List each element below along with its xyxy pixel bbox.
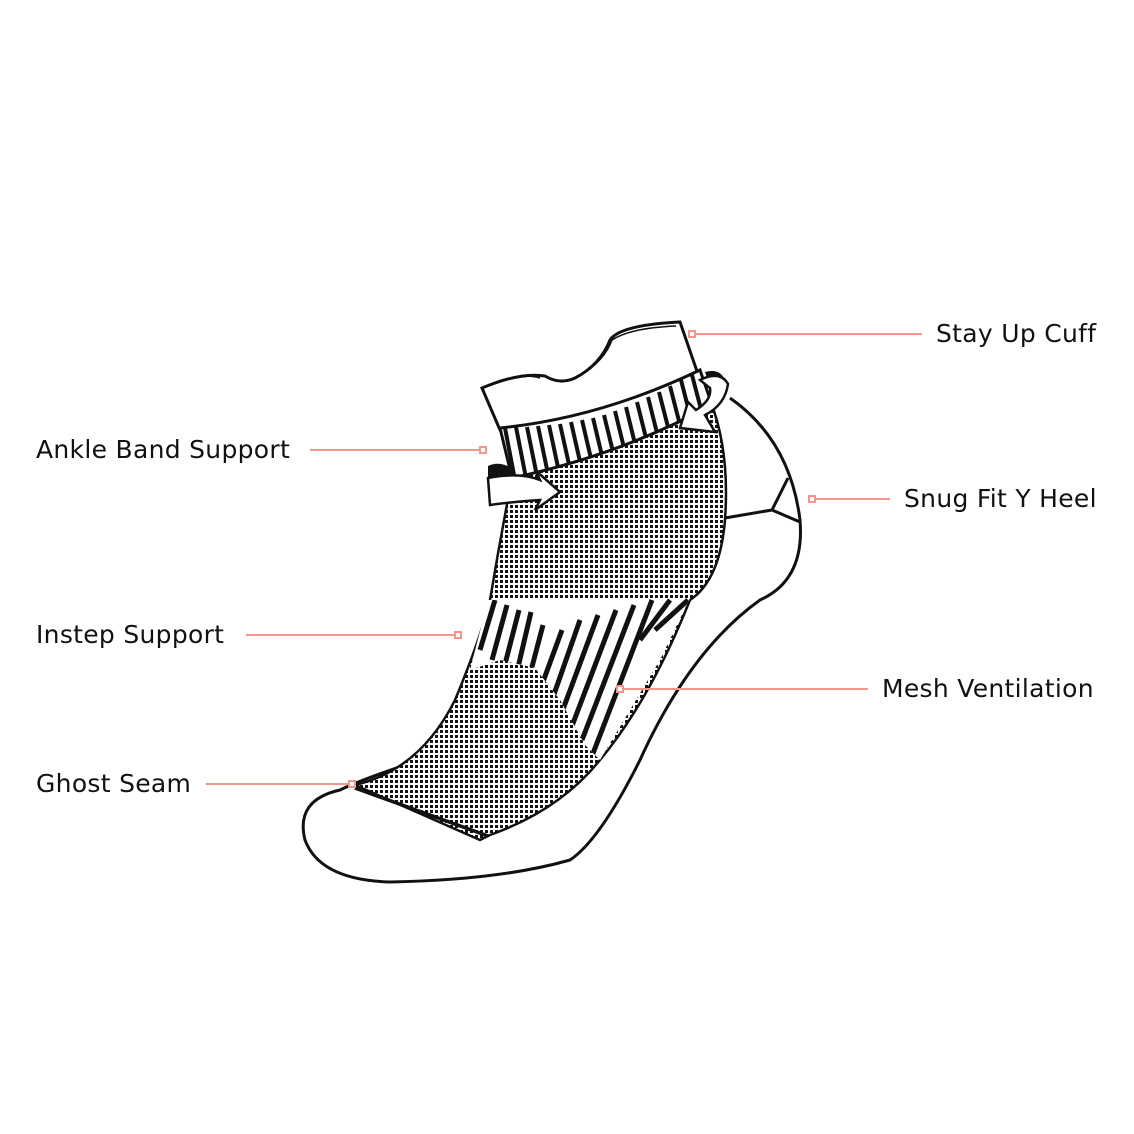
compression-arrow-left-icon [486, 463, 563, 512]
y-heel [724, 477, 801, 524]
toe-seam-line [354, 786, 489, 838]
callout-ghost-seam: Ghost Seam [36, 769, 192, 798]
callout-stay-up-cuff: Stay Up Cuff [936, 319, 1097, 348]
compression-arrow-right-icon [678, 371, 730, 434]
callout-lines [206, 330, 922, 788]
callout-instep-support: Instep Support [36, 620, 225, 649]
callout-snug-fit-y-heel: Snug Fit Y Heel [904, 484, 1097, 513]
callout-mesh-ventilation: Mesh Ventilation [882, 674, 1094, 703]
callout-ankle-band-support: Ankle Band Support [36, 435, 291, 464]
